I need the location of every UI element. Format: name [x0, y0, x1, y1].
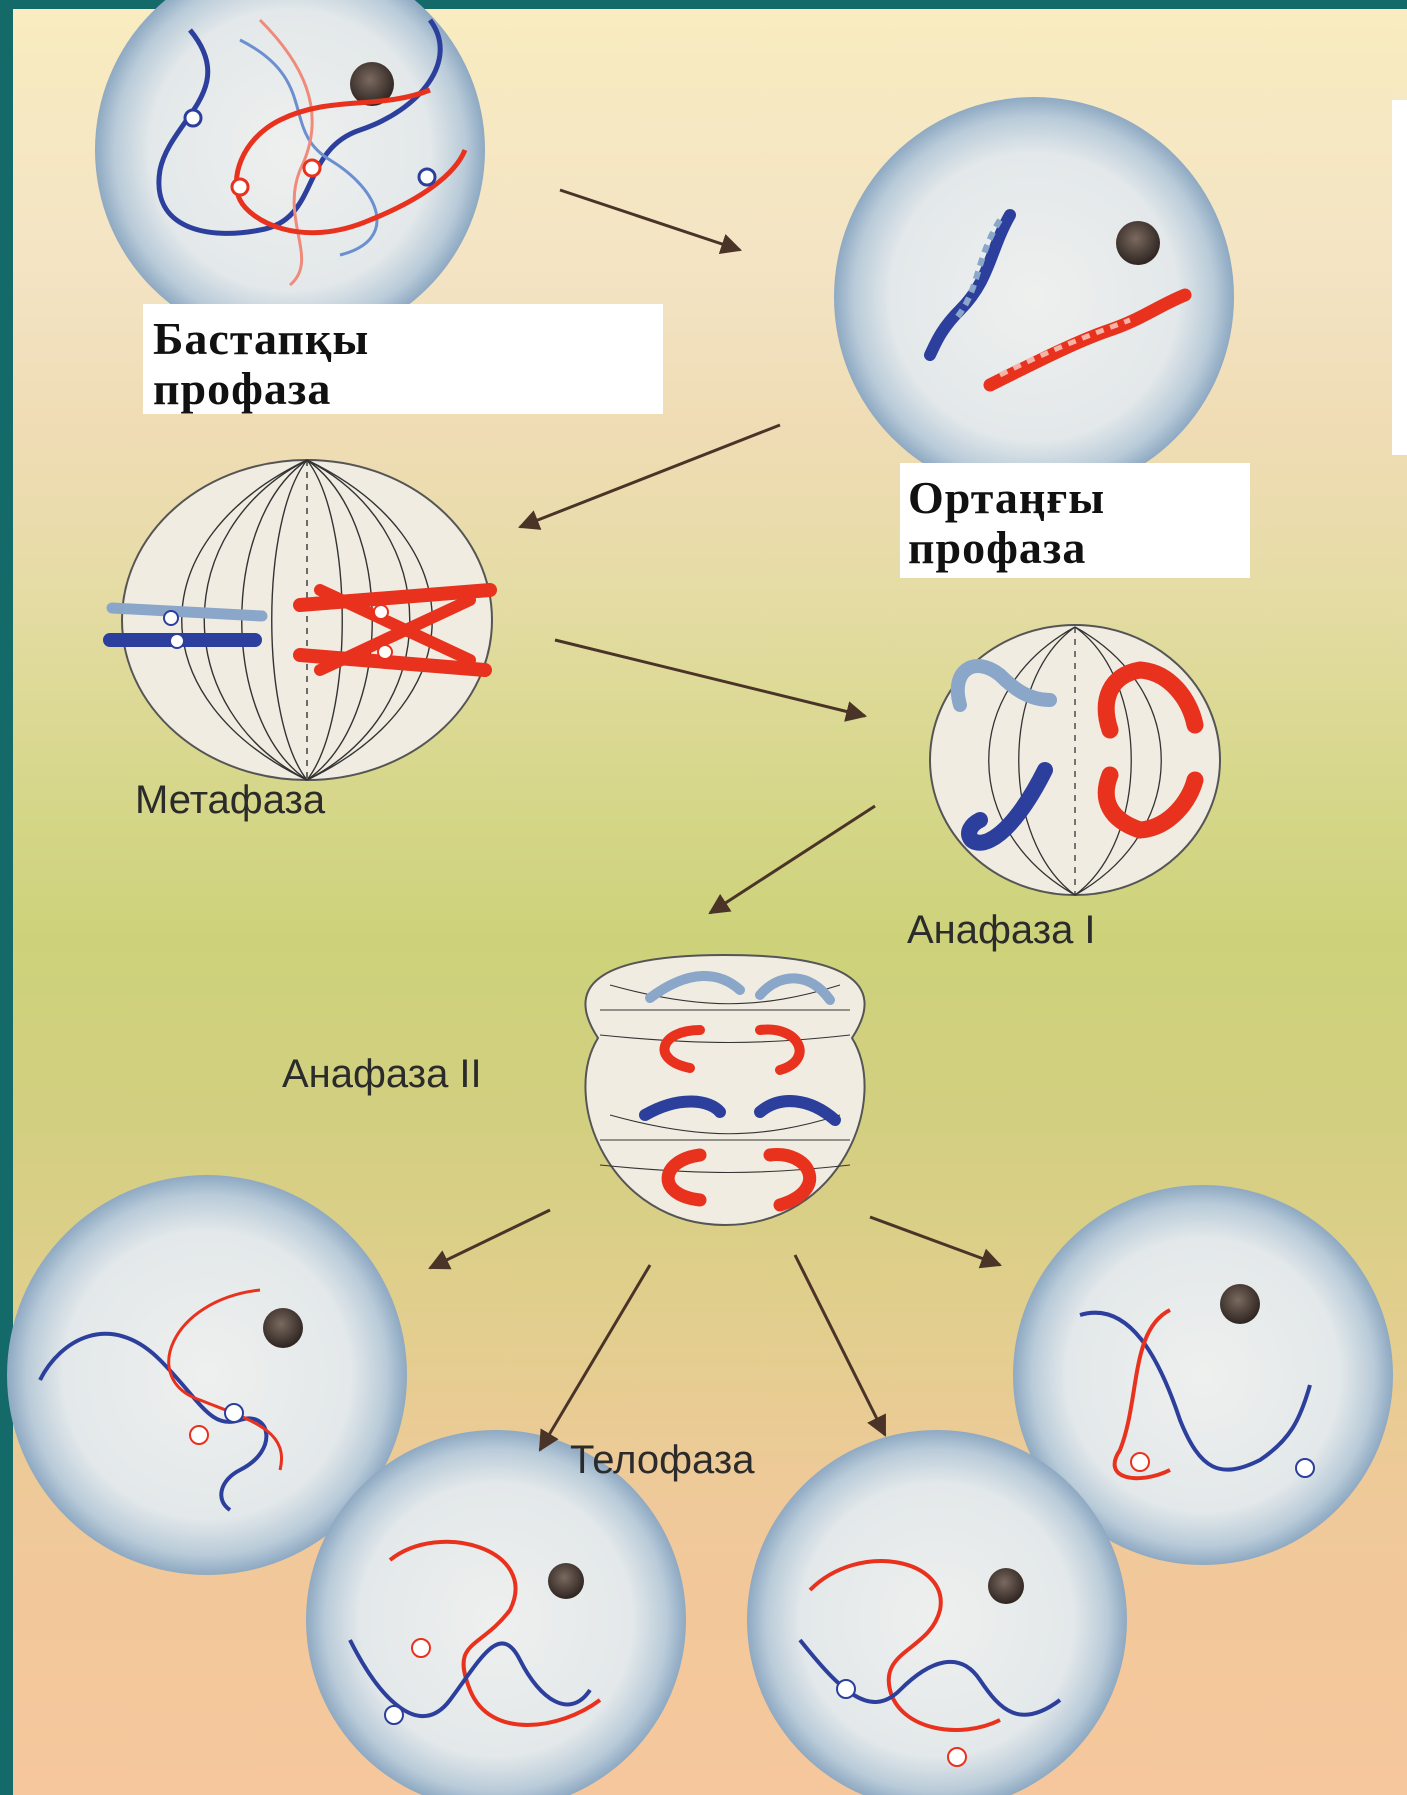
- centromere: [948, 1748, 966, 1766]
- label-anaphase-1: Анафаза I: [907, 908, 1096, 953]
- arrow-to-telophase-bottom-right: [795, 1255, 885, 1435]
- label-early-prophase-line2: профаза: [153, 364, 663, 414]
- centromere: [304, 160, 320, 176]
- label-mid-prophase-line2: профаза: [908, 523, 1250, 573]
- arrow-to-telophase-right: [870, 1217, 1000, 1265]
- cell-telophase-bottom-left: [306, 1430, 686, 1795]
- arrow-anaphase-1-to-anaphase-2: [710, 806, 875, 913]
- cell-telophase-bottom-right: [747, 1430, 1127, 1795]
- centromere: [419, 169, 435, 185]
- label-anaphase-2: Анафаза II: [282, 1052, 482, 1097]
- centromere: [225, 1404, 243, 1422]
- cell-metaphase: [110, 460, 492, 780]
- centromere: [378, 645, 392, 659]
- centromere: [170, 634, 184, 648]
- label-early-prophase-line1: Бастапқы: [153, 314, 663, 364]
- nucleolus: [1116, 221, 1160, 265]
- centromere: [185, 110, 201, 126]
- nucleolus: [1220, 1284, 1260, 1324]
- centromere: [1296, 1459, 1314, 1477]
- cell-mid-prophase: [834, 97, 1234, 497]
- centromere: [1131, 1453, 1149, 1471]
- label-mid-prophase: Ортаңғы профаза: [900, 463, 1250, 578]
- nucleolus: [988, 1568, 1024, 1604]
- cell-anaphase-1: [930, 625, 1220, 895]
- arrow-to-telophase-bottom-left: [540, 1265, 650, 1450]
- centromere: [190, 1426, 208, 1444]
- arrow-mid-prophase-to-metaphase: [520, 425, 780, 527]
- centromere: [232, 179, 248, 195]
- centromere: [837, 1680, 855, 1698]
- cell-membrane: [747, 1430, 1127, 1795]
- nucleolus: [548, 1563, 584, 1599]
- label-early-prophase: Бастапқы профаза: [143, 304, 663, 414]
- centromere: [385, 1706, 403, 1724]
- arrow-early-to-mid-prophase: [560, 190, 740, 250]
- centromere: [164, 611, 178, 625]
- cell-anaphase-2: [585, 955, 864, 1225]
- cell-membrane: [306, 1430, 686, 1795]
- label-telophase: Телофаза: [570, 1438, 754, 1483]
- right-edge-label-fragment: [1392, 100, 1407, 455]
- centromere: [374, 605, 388, 619]
- arrow-metaphase-to-anaphase-1: [555, 640, 865, 716]
- arrow-to-telophase-left: [430, 1210, 550, 1268]
- label-mid-prophase-line1: Ортаңғы: [908, 473, 1250, 523]
- cell-early-prophase: [95, 0, 485, 345]
- nucleolus: [263, 1308, 303, 1348]
- centromere: [412, 1639, 430, 1657]
- label-metaphase: Метафаза: [135, 778, 325, 823]
